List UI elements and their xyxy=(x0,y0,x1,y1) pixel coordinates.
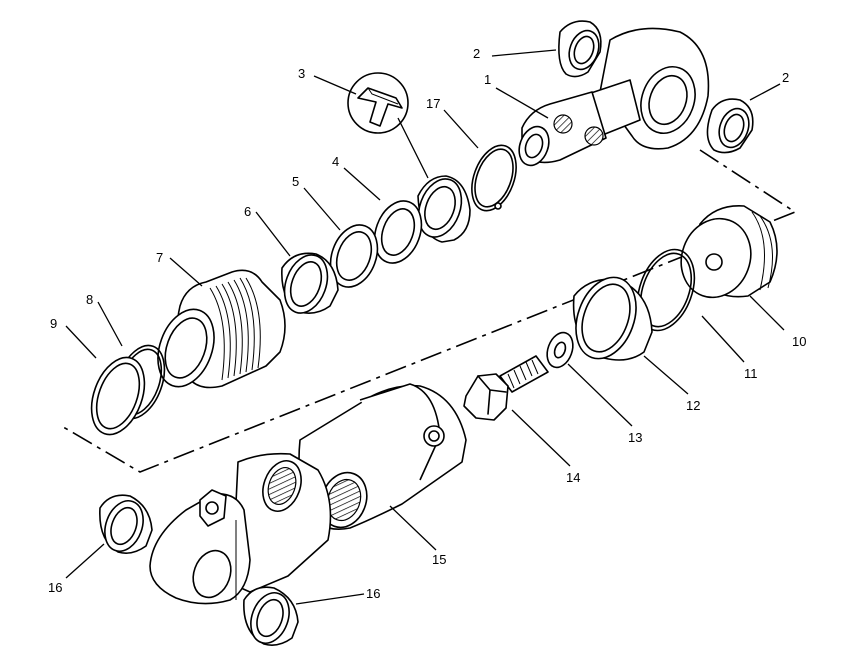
gland-7 xyxy=(157,269,286,389)
callout-2-right: 2 xyxy=(782,70,789,85)
callout-7: 7 xyxy=(156,250,163,265)
callout-17: 17 xyxy=(426,96,440,111)
wiper-seal-3 xyxy=(417,175,471,243)
washer-13 xyxy=(546,331,574,369)
cylinder-barrel-15 xyxy=(298,383,467,530)
bolt-14 xyxy=(463,355,549,421)
callout-9: 9 xyxy=(50,316,57,331)
callout-16-right: 16 xyxy=(366,586,380,601)
ring-4 xyxy=(373,200,423,264)
callout-12: 12 xyxy=(686,398,700,413)
seal-detail-3 xyxy=(347,72,409,134)
snap-ring-17 xyxy=(471,144,517,212)
callout-8: 8 xyxy=(86,292,93,307)
callout-13: 13 xyxy=(628,430,642,445)
callout-10: 10 xyxy=(792,334,806,349)
callout-11: 11 xyxy=(744,366,758,381)
leader-lines xyxy=(65,49,785,605)
callout-16-left: 16 xyxy=(48,580,62,595)
bushing-6 xyxy=(281,252,339,314)
callout-1: 1 xyxy=(484,72,491,87)
callout-15: 15 xyxy=(432,552,446,567)
ring-9 xyxy=(90,356,146,436)
callout-2-upper: 2 xyxy=(473,46,480,61)
ring-5 xyxy=(329,224,379,288)
bushing-16-right xyxy=(243,586,299,646)
callout-6: 6 xyxy=(244,204,251,219)
callout-4: 4 xyxy=(332,154,339,169)
callout-3: 3 xyxy=(298,66,305,81)
callout-5: 5 xyxy=(292,174,299,189)
bushing-2-upper xyxy=(558,20,602,78)
piston-10 xyxy=(680,205,778,299)
wear-band-12 xyxy=(572,276,653,361)
bushing-16-left xyxy=(99,494,153,554)
callout-14: 14 xyxy=(566,470,580,485)
rod-eye xyxy=(518,27,710,167)
callout-labels: 1 2 2 3 4 5 6 7 8 9 10 11 12 13 14 15 16… xyxy=(48,46,806,601)
bushing-2-right xyxy=(706,98,754,154)
assembly-centerline xyxy=(62,149,797,473)
cylinder-body xyxy=(149,452,332,605)
